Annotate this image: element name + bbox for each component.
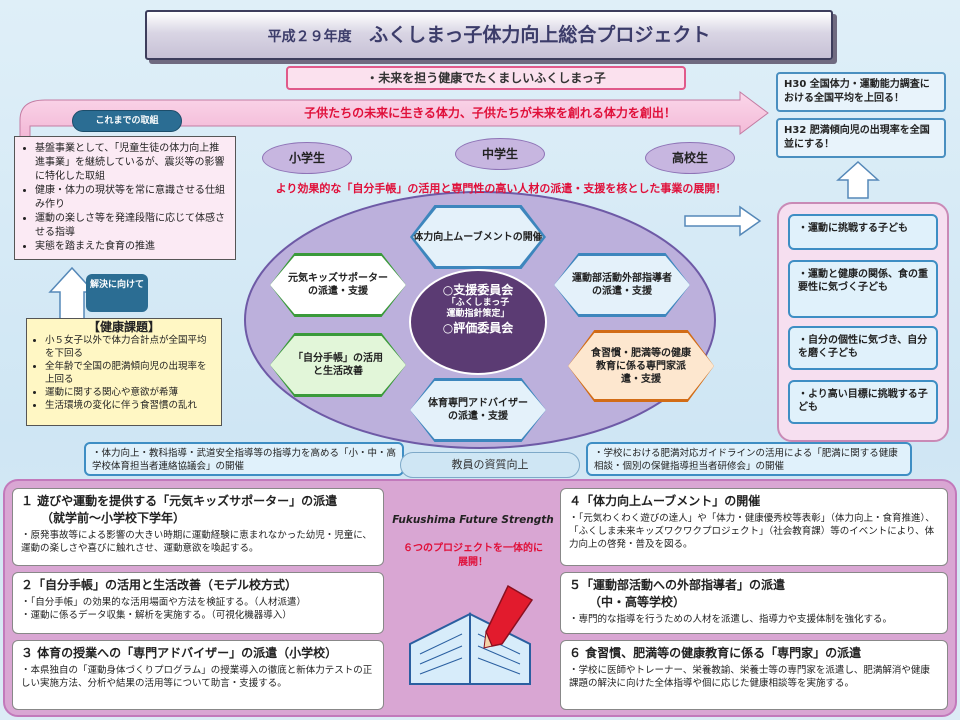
issue-item: 全年齢で全国の肥満傾向児の出現率を上回る xyxy=(45,360,215,386)
center-line3: 運動指針策定」 xyxy=(446,309,510,319)
teacher-left: ・体力向上・教科指導・武道安全指導等の指導力を高める「小・中・高学校体育担当者連… xyxy=(84,442,404,476)
goal-h30: H30 全国体力・運動能力調査における全国平均を上回る！ xyxy=(776,72,946,112)
stage-elementary: 小学生 xyxy=(262,142,352,174)
center-line1: ○支援委員会 xyxy=(442,283,514,297)
project-1-sub: （就学前～小学校下学年） xyxy=(41,511,186,525)
hex-club: 運動部活動外部指導者の派遣・支援 xyxy=(554,253,690,317)
up-arrow xyxy=(836,160,880,199)
stage-high: 高校生 xyxy=(645,142,735,174)
project-2-title: ２「自分手帳」の活用と生活改善（モデル校方式） xyxy=(21,578,298,592)
title-main: ふくしまっ子体力向上総合プロジェクト xyxy=(369,24,711,46)
pencil-icon xyxy=(483,584,534,649)
solve-label: 解決に向けて xyxy=(86,274,148,312)
notebook-icon xyxy=(409,584,534,685)
issues-box: 【健康課題】 小５女子以外で体力合計点が全国平均を下回る 全年齢で全国の肥満傾向… xyxy=(26,318,222,426)
hex-advisor-label: 体育専門アドバイザーの派遣・支援 xyxy=(410,381,546,439)
project-5: ５「運動部活動への外部指導者」の派遣 （中・高等学校） ・専門的な指導を行うため… xyxy=(560,572,948,634)
issue-item: 生活環境の変化に伴う食習慣の乱れ xyxy=(45,399,215,412)
project-6-desc: ・学校に医師やトレーナー、栄養教諭、栄養士等の専門家を派遣し、肥満解消や健康課題… xyxy=(569,665,930,689)
teacher-center: 教員の資質向上 xyxy=(400,452,580,478)
outcome-item: ・運動と健康の関係、食の重要性に気づく子ども xyxy=(788,260,938,318)
title-year: 平成２９年度 xyxy=(267,29,352,45)
past-item: 健康・体力の現状等を常に意識させる仕組み作り xyxy=(35,184,229,212)
project-4-title: ４「体力向上ムーブメント」の開催 xyxy=(569,494,761,508)
project-4-desc: ・「元気わくわく遊びの達人」や「体力・健康優秀校等表彰」（体力向上・食育推進）、… xyxy=(569,513,935,550)
project-5-desc: ・専門的な指導を行うための人材を派遣し、指導力や支援体制を強化する。 xyxy=(569,614,893,625)
center-oval xyxy=(409,269,547,375)
past-label: これまでの取組 xyxy=(72,110,182,132)
unify-text: ６つのプロジェクトを一体的に展開！ xyxy=(403,543,543,568)
banner-arrow xyxy=(19,91,769,141)
outcome-item: ・運動に挑戦する子ども xyxy=(788,214,938,250)
hex-food-label: 食習慣・肥満等の健康教育に係る専門家派遣・支援 xyxy=(568,333,714,399)
project-6-title: ６ 食習慣、肥満等の健康教育に係る「専門家」の派遣 xyxy=(569,646,862,660)
hex-food: 食習慣・肥満等の健康教育に係る専門家派遣・支援 xyxy=(568,330,714,402)
project-3: ３ 体育の授業への「専門アドバイザー」の派遣（小学校） ・本県独自の「運動身体づ… xyxy=(12,640,384,710)
outcome-item: ・自分の個性に気づき、自分を磨く子ども xyxy=(788,326,938,370)
past-item: 基盤事業として、「児童生徒の体力向上推進事業」を継続しているが、震災等の影響に特… xyxy=(35,142,229,184)
issue-item: 運動に関する関心や意欲が希薄 xyxy=(45,386,215,399)
project-5-title: ５「運動部活動への外部指導者」の派遣 xyxy=(569,578,786,592)
project-2: ２「自分手帳」の活用と生活改善（モデル校方式） ・「自分手帳」の効果的な活用場面… xyxy=(12,572,384,634)
project-6: ６ 食習慣、肥満等の健康教育に係る「専門家」の派遣 ・学校に医師やトレーナー、栄… xyxy=(560,640,948,710)
past-item: 実態を踏まえた食育の推進 xyxy=(35,240,229,254)
center-committee: ○支援委員会 「ふくしまっ子 運動指針策定」 ○評価委員会 xyxy=(410,282,546,336)
issues-heading: 【健康課題】 xyxy=(87,320,160,334)
past-item: 運動の楽しさ等を発達段階に応じて体感させる指導 xyxy=(35,212,229,240)
project-1-desc: ・原発事故等による影響の大きい時期に運動経験に恵まれなかった幼児・児童に、運動の… xyxy=(21,530,372,554)
hex-advisor: 体育専門アドバイザーの派遣・支援 xyxy=(410,378,546,442)
hex-club-label: 運動部活動外部指導者の派遣・支援 xyxy=(554,256,690,314)
slogan-box: ・未来を担う健康でたくましいふくしまっ子 xyxy=(286,66,686,90)
project-1-title: １ 遊びや運動を提供する「元気キッズサポーター」の派遣 xyxy=(21,494,338,508)
center-line4: ○評価委員会 xyxy=(442,321,514,335)
center-line2: 「ふくしまっ子 xyxy=(446,298,510,308)
hex-notebook-label: 「自分手帳」の活用と生活改善 xyxy=(270,336,406,394)
teacher-right: ・学校における肥満対応ガイドラインの活用による「肥満に関する健康相談・個別の保健… xyxy=(586,442,912,476)
project-3-desc: ・本県独自の「運動身体づくりプログラム」の授業導入の徹底と新体力テストの正しい実… xyxy=(21,665,373,689)
project-1: １ 遊びや運動を提供する「元気キッズサポーター」の派遣 （就学前～小学校下学年）… xyxy=(12,488,384,566)
right-arrow xyxy=(684,205,762,237)
stage-junior: 中学生 xyxy=(455,138,545,170)
ffs-text: Fukushima Future Strength xyxy=(392,514,554,526)
project-3-title: ３ 体育の授業への「専門アドバイザー」の派遣（小学校） xyxy=(21,646,338,660)
past-box: 基盤事業として、「児童生徒の体力向上推進事業」を継続しているが、震災等の影響に特… xyxy=(14,136,236,260)
project-2-desc: ・「自分手帳」の効果的な活用場面や方法を検証する。（人材派遣） ・運動に係るデー… xyxy=(21,597,307,621)
project-5-sub: （中・高等学校） xyxy=(589,595,686,609)
left-up-arrow xyxy=(48,266,96,321)
project-4: ４「体力向上ムーブメント」の開催 ・「元気わくわく遊びの達人」や「体力・健康優秀… xyxy=(560,488,948,566)
strategy-text: より効果的な「自分手帳」の活用と専門性の高い人材の派遣・支援を核とした事業の展開… xyxy=(275,182,727,195)
hex-movement: 体力向上ムーブメントの開催 xyxy=(410,205,546,269)
page-title: 平成２９年度 ふくしまっ子体力向上総合プロジェクト xyxy=(145,10,833,60)
hex-movement-label: 体力向上ムーブメントの開催 xyxy=(413,208,543,266)
goal-h32: H32 肥満傾向児の出現率を全国並にする！ xyxy=(776,118,946,158)
hex-notebook: 「自分手帳」の活用と生活改善 xyxy=(270,333,406,397)
banner-text: 子供たちの未来に生きる体力、子供たちが未来を創れる体力を創出！ xyxy=(304,106,676,120)
hex-kids-label: 元気キッズサポーターの派遣・支援 xyxy=(270,256,406,314)
issue-item: 小５女子以外で体力合計点が全国平均を下回る xyxy=(45,334,215,360)
hex-kids: 元気キッズサポーターの派遣・支援 xyxy=(270,253,406,317)
outcome-item: ・より高い目標に挑戦する子ども xyxy=(788,380,938,424)
